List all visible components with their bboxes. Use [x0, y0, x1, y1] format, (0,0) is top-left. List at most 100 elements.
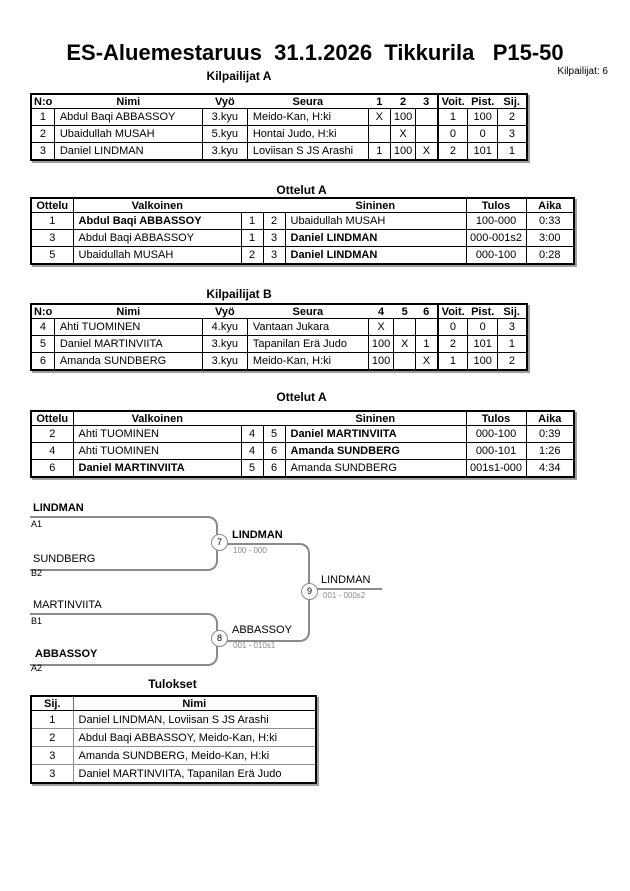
cell-match-no: 3	[30, 229, 74, 247]
cell-name: Ubaidullah MUSAH	[53, 125, 203, 143]
col-header-points: Pist.	[467, 94, 498, 109]
col-header-4: 4	[368, 304, 394, 319]
bracket-final-line	[316, 588, 382, 590]
cell-white: Abdul Baqi ABBASSOY	[72, 212, 242, 230]
bracket-match-score: 001 - 010s1	[233, 641, 276, 650]
col-header-place: Sij.	[497, 304, 527, 319]
col-header-name: Nimi	[54, 304, 203, 319]
matches-a-table: Ottelu Valkoinen Sininen Tulos Aika 1 Ab…	[30, 197, 575, 265]
cell-points: 0	[467, 125, 499, 143]
cell-no: 1	[30, 108, 55, 126]
cell-white: Abdul Baqi ABBASSOY	[72, 229, 242, 247]
col-header-wins: Voit.	[436, 304, 468, 319]
pool-a-table: N:o Nimi Vyö Seura 1 2 3 Voit. Pist. Sij…	[30, 93, 528, 161]
cell-time: 0:28	[525, 246, 575, 265]
competitor-count-label: Kilpailijat: 6	[557, 66, 608, 77]
cell-points: 101	[467, 335, 499, 353]
table-row: 3 Amanda SUNDBERG, Meido-Kan, H:ki	[30, 746, 317, 765]
cell-time: 4:34	[525, 459, 575, 478]
cell-m5	[393, 352, 417, 371]
results-header-row: Sij. Nimi	[31, 696, 316, 711]
cell-white-no: 4	[240, 425, 264, 443]
cell-white: Ahti TUOMINEN	[72, 442, 242, 460]
cell-wins: 1	[436, 108, 469, 126]
cell-m2: X	[389, 125, 417, 143]
cell-points: 100	[467, 352, 499, 371]
cell-blue-no: 3	[262, 229, 286, 247]
cell-m1: 1	[367, 142, 391, 161]
col-header-blue: Sininen	[285, 198, 466, 213]
col-header-blue: Sininen	[285, 411, 466, 426]
col-header-result: Tulos	[465, 198, 526, 213]
cell-m3: X	[415, 142, 439, 161]
cell-match-no: 1	[30, 212, 74, 230]
cell-m5: X	[393, 335, 417, 353]
cell-m6: X	[415, 352, 439, 371]
page-title: ES-Aluemestaruus 31.1.2026 Tikkurila P15…	[66, 40, 564, 65]
bracket-match-score: 001 - 000s2	[323, 591, 366, 600]
cell-time: 0:39	[525, 425, 575, 443]
col-header-match: Ottelu	[31, 198, 73, 213]
bracket-winner-name: ABBASSOY	[232, 624, 292, 636]
cell-m1: X	[367, 108, 391, 126]
table-row: 2 Ubaidullah MUSAH 5.kyu Hontai Judo, H:…	[30, 125, 528, 143]
cell-name: Daniel LINDMAN, Loviisan S JS Arashi	[72, 710, 317, 729]
cell-name: Ahti TUOMINEN	[53, 318, 203, 336]
cell-result: 000-101	[465, 442, 527, 460]
cell-no: 3	[30, 142, 55, 161]
col-header-points: Pist.	[467, 304, 498, 319]
cell-place: 3	[30, 746, 74, 765]
cell-wins: 2	[436, 142, 469, 161]
cell-result: 000-001s2	[465, 229, 527, 247]
cell-result: 000-100	[465, 425, 527, 443]
cell-name: Abdul Baqi ABBASSOY	[53, 108, 203, 126]
col-header-result: Tulos	[465, 411, 526, 426]
col-header-wins: Voit.	[436, 94, 468, 109]
col-header-white-no	[241, 411, 263, 426]
col-header-belt: Vyö	[202, 304, 248, 319]
cell-white: Daniel MARTINVIITA	[72, 459, 242, 478]
cell-place: 1	[497, 335, 528, 353]
bracket-winner-name: LINDMAN	[232, 529, 283, 541]
cell-m4: 100	[367, 352, 395, 371]
cell-m6: 1	[415, 335, 439, 353]
col-header-name: Nimi	[54, 94, 203, 109]
cell-m2: 100	[389, 142, 417, 161]
cell-time: 0:33	[525, 212, 575, 230]
bracket-slot-seed: A2	[31, 663, 43, 673]
matches-b-header-row: Ottelu Valkoinen Sininen Tulos Aika	[31, 411, 574, 426]
cell-name: Amanda SUNDBERG, Meido-Kan, H:ki	[72, 746, 317, 765]
cell-name: Daniel LINDMAN	[53, 142, 203, 161]
cell-match-no: 5	[30, 246, 74, 265]
cell-wins: 1	[436, 352, 469, 371]
col-header-club: Seura	[247, 94, 369, 109]
cell-match-no: 6	[30, 459, 74, 478]
table-row: 3 Abdul Baqi ABBASSOY 1 3 Daniel LINDMAN…	[30, 229, 575, 247]
col-header-place: Sij.	[497, 94, 527, 109]
pool-a-heading: Kilpailijat A	[206, 69, 272, 83]
col-header-white: Valkoinen	[72, 198, 241, 213]
bracket-slot-name: SUNDBERG	[33, 553, 96, 565]
cell-club: Loviisan S JS Arashi	[246, 142, 369, 161]
cell-name: Daniel MARTINVIITA, Tapanilan Erä Judo	[72, 764, 317, 784]
cell-blue: Daniel MARTINVIITA	[284, 425, 467, 443]
cell-belt: 3.kyu	[201, 352, 248, 371]
cell-result: 000-100	[465, 246, 527, 265]
cell-points: 101	[467, 142, 499, 161]
col-header-1: 1	[368, 94, 391, 109]
cell-no: 2	[30, 125, 55, 143]
cell-belt: 3.kyu	[201, 142, 248, 161]
table-row: 2 Abdul Baqi ABBASSOY, Meido-Kan, H:ki	[30, 728, 317, 747]
table-row: 1 Abdul Baqi ABBASSOY 1 2 Ubaidullah MUS…	[30, 212, 575, 230]
table-row: 2 Ahti TUOMINEN 4 5 Daniel MARTINVIITA 0…	[30, 425, 575, 443]
col-header-name: Nimi	[72, 696, 316, 711]
col-header-white: Valkoinen	[72, 411, 241, 426]
cell-no: 4	[30, 318, 55, 336]
cell-white: Ubaidullah MUSAH	[72, 246, 242, 265]
results-heading: Tulokset	[148, 677, 197, 691]
cell-blue-no: 2	[262, 212, 286, 230]
col-header-2: 2	[390, 94, 416, 109]
cell-club: Hontai Judo, H:ki	[246, 125, 369, 143]
cell-m4: X	[367, 318, 395, 336]
cell-white-no: 1	[240, 229, 264, 247]
